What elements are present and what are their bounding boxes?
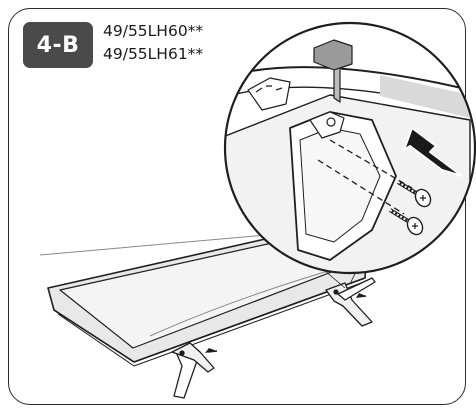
arrow-icon [403,127,463,177]
screw-icon [396,180,432,208]
step-label: 4-B [36,32,80,58]
model-list: 49/55LH60** 49/55LH61** [103,20,203,66]
left-stand [171,342,215,399]
right-stand [325,277,376,327]
zoom-detail [223,21,476,275]
arrow-icon [356,293,367,298]
model-line-2: 49/55LH61** [103,45,204,63]
step-badge: 4-B [23,22,93,68]
arrow-icon [205,348,218,353]
table-edge [39,231,301,256]
screw-icon [388,208,424,236]
tv-panel [47,232,367,367]
model-line-1: 49/55LH60** [103,22,204,40]
instruction-card [8,8,466,405]
